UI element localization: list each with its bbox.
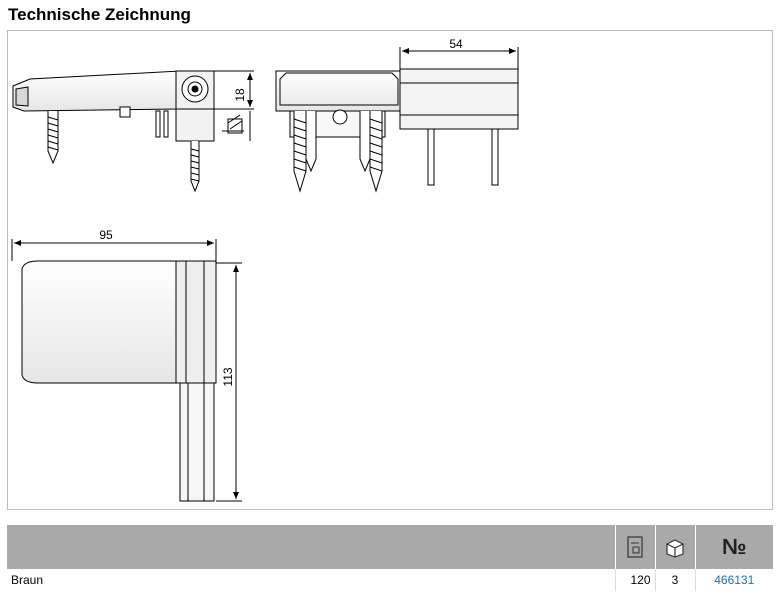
plan-view (11, 239, 242, 502)
pack-quantity-icon (627, 536, 643, 558)
dim-height-small: 18 (233, 88, 247, 102)
side-view (12, 70, 254, 193)
cell-color: Braun (11, 573, 44, 587)
technical-drawing: 18 54 (7, 30, 773, 510)
spec-table-header: № (7, 525, 773, 569)
article-number-icon: № (721, 534, 747, 559)
header-article: № (694, 525, 773, 569)
header-pack (614, 525, 655, 569)
article-number-link[interactable]: 466131 (694, 569, 773, 591)
spec-table: № Braun 120 3 466131 (7, 525, 773, 591)
header-empty-cell (7, 525, 615, 569)
dim-depth: 54 (449, 37, 463, 51)
page-title: Technische Zeichnung (8, 5, 191, 24)
stack-units-icon (666, 539, 684, 558)
header-units (654, 525, 695, 569)
dim-width: 95 (99, 228, 113, 242)
dim-height-total: 113 (221, 367, 235, 386)
cell-units: 3 (654, 569, 695, 591)
front-view (275, 47, 519, 193)
cell-pack: 120 (614, 569, 655, 591)
table-row: Braun 120 3 466131 (7, 569, 773, 591)
